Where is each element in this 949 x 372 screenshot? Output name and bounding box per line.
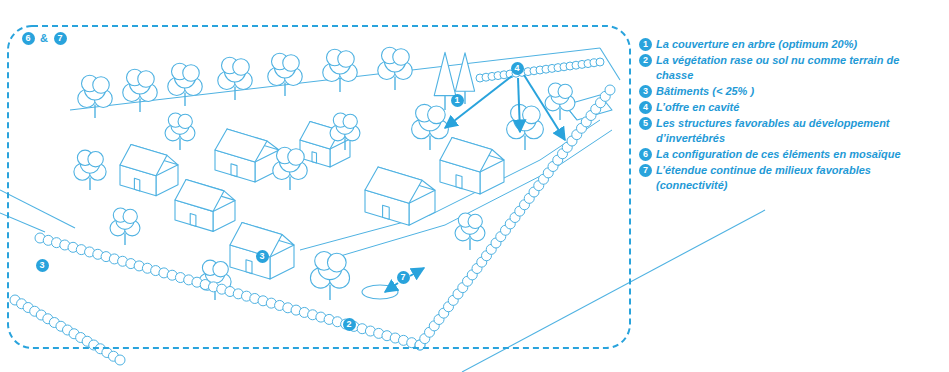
tree-crown (123, 209, 137, 223)
tree-trunk (469, 238, 470, 250)
callout-number: 7 (54, 32, 67, 45)
illustration (0, 47, 765, 372)
key-text: La couverture en arbre (optimum 20%) (656, 37, 901, 52)
callout-number: 6 (22, 32, 35, 45)
callout-number: 1 (451, 94, 464, 107)
callout-number: 3 (256, 250, 269, 263)
house-roof (365, 167, 422, 203)
tree-trunk (179, 138, 180, 150)
callout-number: 7 (397, 271, 410, 284)
key-number: 2 (639, 54, 652, 67)
dashed-region (8, 26, 630, 348)
hedge (605, 85, 615, 95)
callout-arrow (385, 283, 398, 292)
key-number: 4 (639, 101, 652, 114)
tree-crown (338, 51, 355, 68)
conifer (455, 53, 474, 91)
house-roof (440, 138, 492, 173)
tree-crown (468, 214, 482, 228)
callout-arrow (410, 268, 424, 276)
key-text: L’offre en cavité (656, 100, 901, 115)
tree-trunk (344, 138, 345, 150)
house-roof (175, 180, 224, 212)
tree-crown (393, 49, 410, 66)
plot-edge (70, 48, 600, 110)
road (320, 130, 612, 262)
key-number: 6 (639, 148, 652, 161)
house-roof (230, 223, 282, 258)
tree-crown (183, 65, 200, 82)
tree-crown (558, 84, 572, 98)
callout-arrow (518, 78, 520, 132)
tree-trunk (289, 177, 290, 191)
key-number: 7 (639, 164, 652, 177)
key-text: Bâtiments (< 25% ) (656, 84, 901, 99)
tree-crown (178, 114, 192, 128)
key-text: Les structures favorables au développeme… (656, 116, 901, 146)
key-text: L’étendue continue de milieux favorables… (656, 163, 901, 193)
callout-number: 3 (36, 259, 49, 272)
tree-crown (138, 71, 155, 88)
tree-crown (343, 114, 357, 128)
key-number: 5 (639, 117, 652, 130)
key-text: La végétation rase ou sol nu comme terra… (656, 53, 901, 83)
hedge (596, 58, 604, 66)
house-door (134, 178, 139, 191)
tree-trunk (329, 285, 330, 300)
tree-trunk (184, 93, 185, 107)
hedge (115, 355, 125, 365)
house-door (456, 175, 462, 189)
tree-trunk (94, 105, 95, 119)
tree-trunk (89, 177, 90, 190)
tree-trunk (559, 108, 560, 120)
tree-trunk (429, 136, 430, 150)
house-door (383, 205, 390, 219)
tree-trunk (524, 136, 525, 150)
house-roof (120, 145, 167, 176)
tree-trunk (339, 79, 340, 93)
callout-number: 4 (511, 62, 524, 75)
tree-crown (327, 253, 346, 272)
tree-trunk (234, 87, 235, 101)
callout-arrow (524, 75, 565, 140)
tree-crown (288, 149, 305, 166)
tree-crown (523, 106, 541, 124)
key-number: 3 (639, 85, 652, 98)
tree-crown (283, 55, 300, 72)
tree-trunk (284, 83, 285, 97)
house-door (246, 260, 252, 274)
tree-trunk (124, 233, 125, 245)
callout-arrow (445, 76, 512, 128)
tree-trunk (394, 77, 395, 91)
plot-line (0, 190, 75, 228)
house-roof (215, 129, 267, 162)
key-text: La configuration de ces éléments en mosa… (656, 147, 901, 162)
tree-crown (88, 152, 103, 167)
tree-crown (93, 77, 110, 94)
callout-number: 2 (343, 318, 356, 331)
key-number: 1 (639, 38, 652, 51)
tree-crown (213, 262, 228, 277)
tree-crown (428, 106, 446, 124)
tree-crown (233, 59, 250, 76)
plot-line (0, 213, 45, 232)
house-door (312, 152, 317, 163)
house-door (190, 214, 196, 227)
ampersand: & (40, 32, 48, 45)
conifer (434, 52, 456, 95)
road (300, 120, 600, 250)
tree-trunk (139, 99, 140, 113)
house-door (231, 164, 237, 177)
